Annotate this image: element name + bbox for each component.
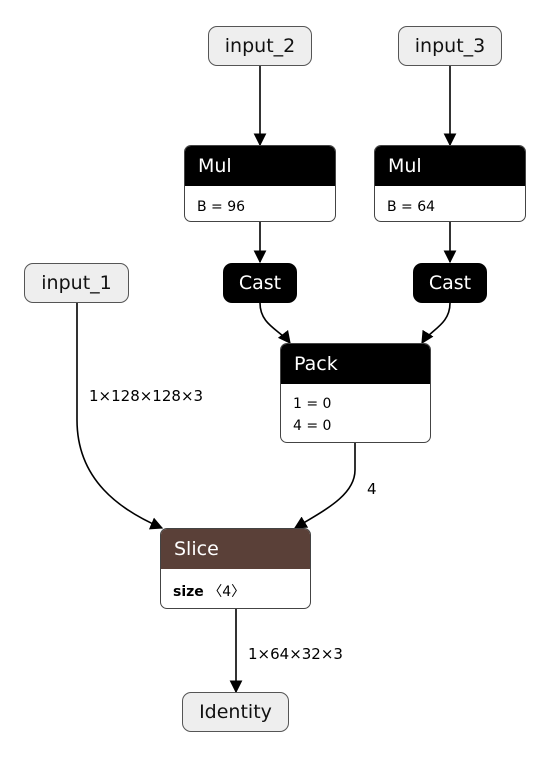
node-mul-left[interactable]: Mul B = 96 [184, 145, 336, 222]
node-cast-left[interactable]: Cast [223, 263, 297, 303]
node-input-3[interactable]: input_3 [398, 26, 502, 66]
node-cast-right-label: Cast [428, 272, 472, 294]
node-input-1-label: input_1 [41, 272, 112, 294]
node-identity-label: Identity [199, 701, 272, 723]
node-pack-attr-1: 1 = 0 [293, 396, 332, 412]
node-cast-right[interactable]: Cast [413, 263, 487, 303]
node-mul-right-attr: B = 64 [387, 199, 436, 215]
node-input-2[interactable]: input_2 [208, 26, 312, 66]
node-slice[interactable]: Slice size 〈4〉 [160, 528, 311, 609]
node-pack-title: Pack [281, 344, 430, 384]
node-input-2-label: input_2 [224, 35, 296, 57]
node-input-1[interactable]: input_1 [24, 263, 129, 303]
edge-castright-pack [421, 302, 451, 345]
edge-input1-slice [76, 303, 164, 530]
node-pack[interactable]: Pack 1 = 0 4 = 0 [280, 343, 431, 443]
node-slice-title: Slice [161, 529, 310, 569]
edge-castleft-pack [259, 302, 291, 345]
node-identity[interactable]: Identity [182, 692, 289, 732]
node-slice-attr-value: 〈4〉 [208, 584, 246, 600]
node-slice-attr-key: size [173, 584, 204, 600]
node-input-3-label: input_3 [414, 35, 486, 57]
edge-label-pack-slice: 4 [367, 480, 377, 498]
edge-label-input1-slice: 1×128×128×3 [89, 387, 204, 405]
node-mul-left-title: Mul [185, 146, 335, 186]
node-mul-right-title: Mul [375, 146, 525, 186]
node-cast-left-label: Cast [238, 272, 282, 294]
edge-label-slice-identity: 1×64×32×3 [248, 645, 343, 663]
node-mul-right[interactable]: Mul B = 64 [374, 145, 526, 222]
edge-pack-slice [293, 443, 356, 529]
node-pack-attr-2: 4 = 0 [293, 418, 332, 434]
node-mul-left-attr: B = 96 [197, 199, 246, 215]
